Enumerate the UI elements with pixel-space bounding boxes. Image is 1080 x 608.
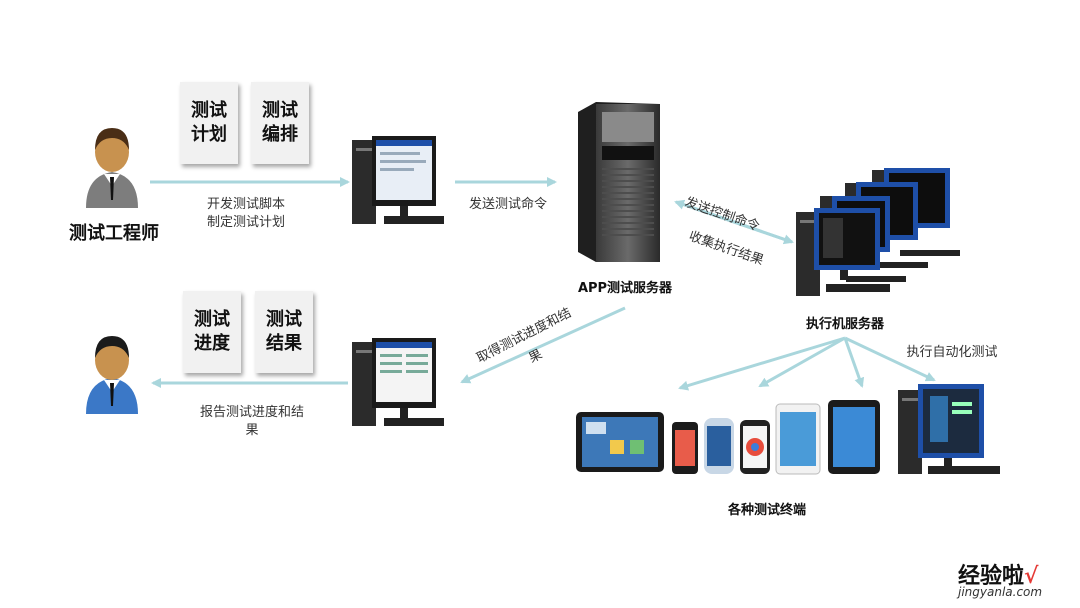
report-label: 报告测试进度和结 xyxy=(199,405,304,420)
run-auto-test-label: 执行自动化测试 xyxy=(906,345,998,360)
arrow-exec-to-phones xyxy=(758,336,846,388)
arrow-exec-to-tablet xyxy=(678,336,846,391)
terminals-label: 各种测试终端 xyxy=(727,503,806,518)
make-plan-label: 制定测试计划 xyxy=(206,215,285,230)
watermark-url: jingyanla.com xyxy=(958,585,1043,599)
report-pc-icon xyxy=(352,338,444,426)
arrow-results-to-app xyxy=(674,199,793,244)
iphone-icon xyxy=(672,422,698,474)
watermark-brand: 经验啦√ xyxy=(958,558,1068,589)
note-test-result-text: 测试结果 xyxy=(266,309,302,354)
exec-server-cluster-icon xyxy=(796,168,960,296)
develop-script-label: 开发测试脚本 xyxy=(206,197,285,212)
note-test-progress-text: 测试进度 xyxy=(194,309,230,354)
engineer-label: 测试工程师 xyxy=(66,222,162,246)
engineer-label-line: 测试工程师 xyxy=(69,223,159,244)
engineer-icon xyxy=(86,128,138,208)
watermark-check-icon: √ xyxy=(1024,563,1039,589)
app-server-label: APP测试服务器 xyxy=(577,281,673,296)
dev-pc-icon xyxy=(352,136,444,224)
exec-server-label: 执行机服务器 xyxy=(805,317,884,332)
note-test-result: 测试结果 xyxy=(255,291,313,373)
ipad-mini-icon xyxy=(775,403,821,475)
note-test-arrange-text: 测试编排 xyxy=(262,100,298,145)
send-command-label: 发送测试命令 xyxy=(468,197,547,212)
tablet-icon xyxy=(576,412,664,472)
note-test-plan: 测试计划 xyxy=(180,82,238,164)
arrow-exec-to-terminal-pc xyxy=(844,336,936,382)
galaxy-phone-icon xyxy=(704,418,734,474)
note-test-arrange: 测试编排 xyxy=(251,82,309,164)
terminal-pc-icon xyxy=(898,384,1000,474)
app-server-tower-icon xyxy=(578,102,660,262)
manager-icon xyxy=(86,336,138,414)
arrow-app-to-pc2 xyxy=(460,306,626,384)
arrow-exec-to-ipad xyxy=(843,337,865,388)
watermark-brand-text: 经验啦 xyxy=(958,563,1025,589)
report-label-2: 果 xyxy=(245,423,259,438)
note-test-progress: 测试进度 xyxy=(183,291,241,373)
nexus-phone-icon xyxy=(740,420,770,474)
ipad-icon xyxy=(828,400,880,474)
note-test-plan-text: 测试计划 xyxy=(191,100,227,145)
